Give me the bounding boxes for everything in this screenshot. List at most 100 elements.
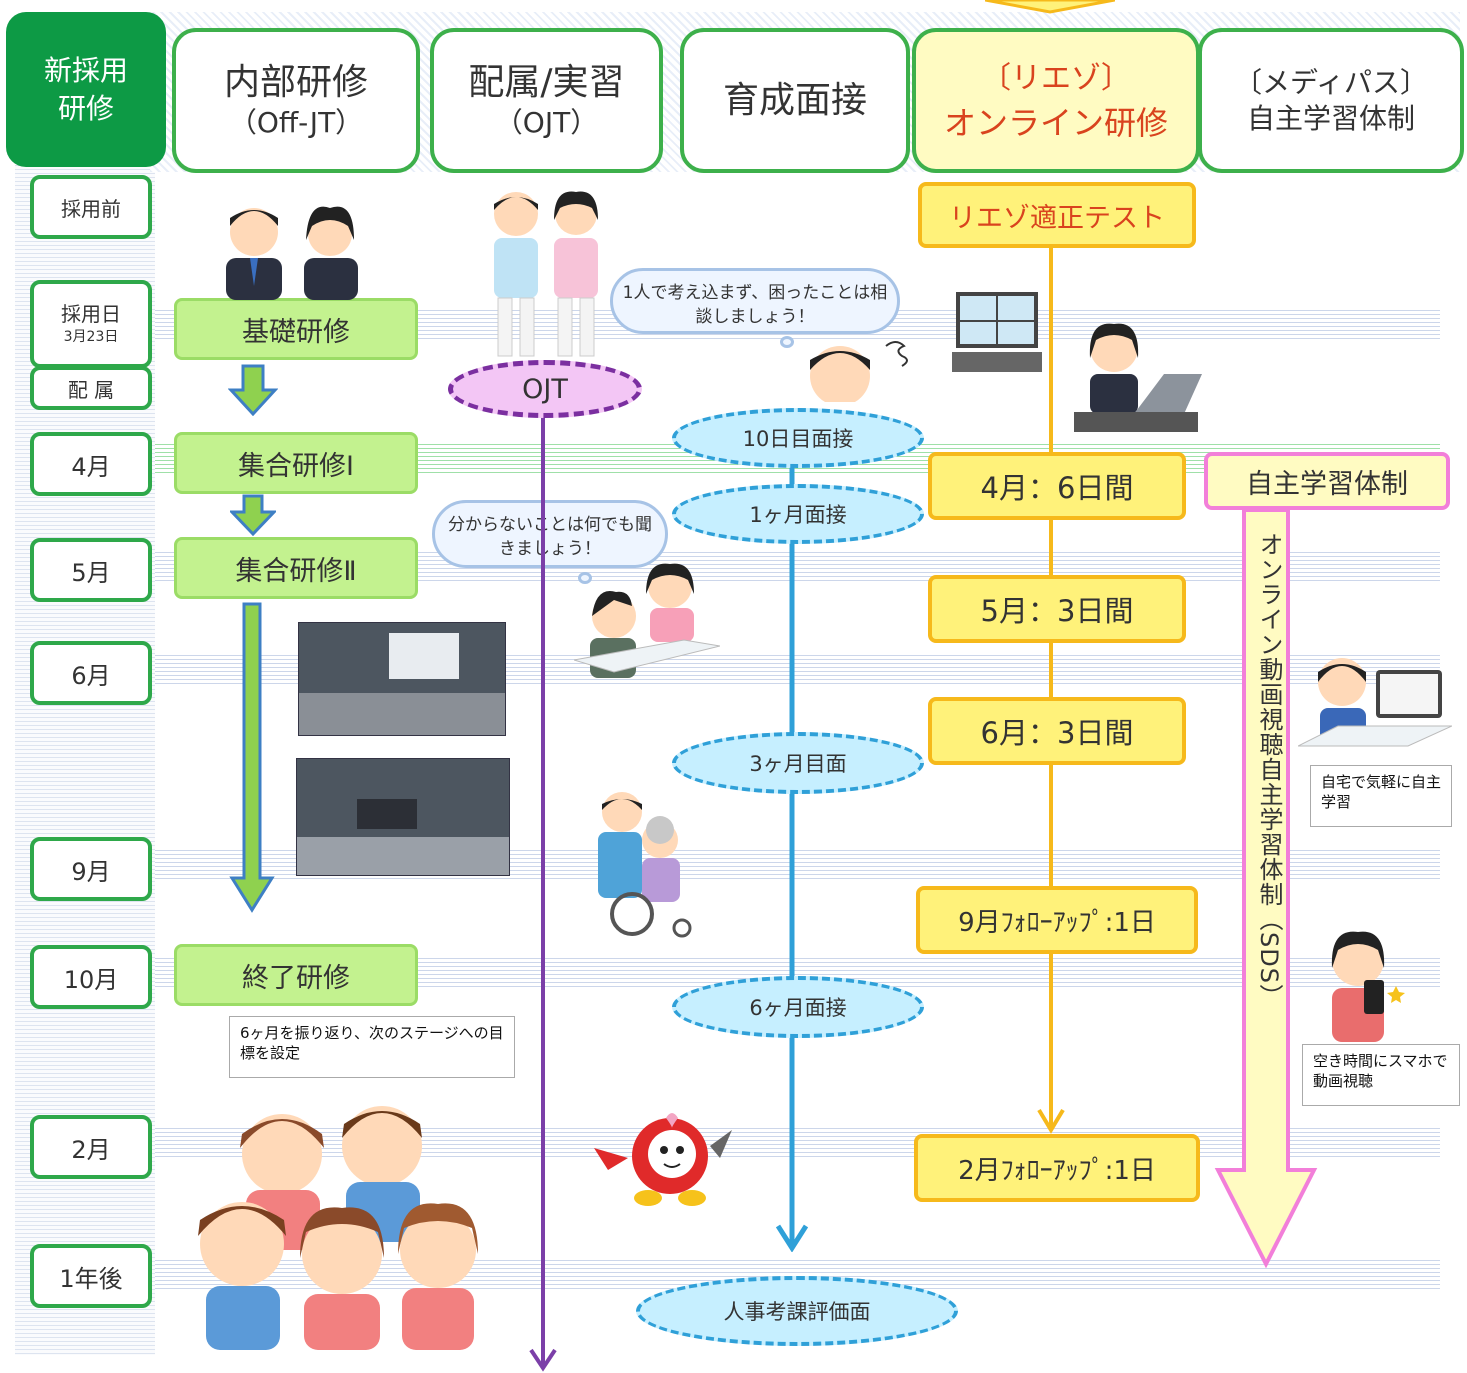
- header-liaison-line2: オンライン研修: [943, 103, 1168, 142]
- header-internal: 内部研修 （Off-JT）: [172, 28, 420, 173]
- month-apr: 4月: [30, 432, 152, 496]
- caregiver-illustration: [598, 792, 692, 938]
- header-assignment-line1: 配属/実習: [468, 61, 625, 103]
- interview-1month: 1ヶ月面接: [672, 484, 924, 544]
- month-jun: 6月: [30, 641, 152, 705]
- header-internal-line1: 内部研修: [223, 61, 368, 103]
- liaison-sep: 9月ﾌｫﾛｰｱｯﾌﾟ:1日: [916, 886, 1198, 954]
- speech-bubble-text: 1人で考え込まず、困ったことは相談しましょう！: [622, 283, 888, 327]
- self-study-title: 自主学習体制: [1204, 452, 1450, 510]
- interview-hr-evaluation-label: 人事考課評価面: [723, 1300, 871, 1324]
- month-year: 1年後: [30, 1244, 152, 1308]
- liaison-may: 5月：3日間: [928, 575, 1186, 643]
- final-training-note-text: 6ヶ月を振り返り、次のステージへの目標を設定: [240, 1024, 504, 1062]
- liaison-test: リエゾ適正テスト: [918, 182, 1196, 248]
- header-main: 新採用 研修: [6, 12, 166, 167]
- liaison-sep-label: 9月ﾌｫﾛｰｱｯﾌﾟ:1日: [958, 907, 1156, 938]
- header-interview-line1: 育成面接: [722, 79, 867, 121]
- ojt-oval: OJT: [448, 360, 642, 418]
- month-oct-label: 10月: [63, 965, 119, 994]
- worried-person-icon: [810, 341, 908, 402]
- header-assignment: 配属/実習 （OJT）: [430, 28, 663, 173]
- basic-training-label: 基礎研修: [242, 316, 350, 348]
- header-liaison-line1: 〔リエゾ〕: [981, 60, 1131, 96]
- training-photo: [296, 758, 510, 876]
- header-medipass-line2: 自主学習体制: [1246, 101, 1415, 135]
- speech-bubble-text: 分からないことは何でも聞きましょう！: [448, 515, 652, 559]
- month-feb-label: 2月: [71, 1135, 111, 1164]
- interview-6month: 6ヶ月面接: [672, 976, 924, 1038]
- header-medipass: 〔メディパス〕 自主学習体制: [1198, 28, 1464, 173]
- smartphone-user-icon: [1331, 931, 1405, 1042]
- group-training-2: 集合研修Ⅱ: [174, 537, 418, 599]
- interview-3month-label: 3ヶ月目面: [749, 752, 847, 776]
- speech-bubble: 1人で考え込まず、困ったことは相談しましょう！: [610, 268, 900, 334]
- month-assign: 配 属: [30, 366, 152, 410]
- liaison-jun-label: 6月：3日間: [980, 716, 1134, 750]
- month-pre-label: 採用前: [61, 196, 121, 221]
- month-sep: 9月: [30, 837, 152, 901]
- month-assign-label: 配 属: [67, 377, 115, 402]
- liaison-apr-label: 4月：6日間: [980, 471, 1134, 505]
- header-main-line1: 新採用: [43, 53, 128, 87]
- video-call-icon: [952, 292, 1042, 372]
- self-study-title-label: 自主学習体制: [1246, 468, 1408, 500]
- header-main-line2: 研修: [57, 91, 114, 125]
- month-hire-label: 採用日: [61, 302, 121, 326]
- basic-training: 基礎研修: [174, 298, 418, 360]
- bubble-tail: [780, 336, 794, 348]
- month-sep-label: 9月: [71, 857, 111, 886]
- liaison-jun: 6月：3日間: [928, 697, 1186, 765]
- consultation-illustration: [574, 563, 720, 678]
- liaison-apr: 4月：6日間: [928, 452, 1186, 520]
- final-training-label: 終了研修: [242, 962, 350, 994]
- ojt-label: OJT: [522, 373, 568, 405]
- interview-3month: 3ヶ月目面: [672, 732, 924, 794]
- staff-illustration: [226, 206, 358, 300]
- header-interview: 育成面接: [680, 28, 910, 173]
- self-study-note: 自宅で気軽に自主学習: [1310, 765, 1452, 827]
- month-hire: 採用日 3月23日: [30, 280, 152, 368]
- final-training: 終了研修: [174, 944, 418, 1006]
- header-medipass-line1: 〔メディパス〕: [1233, 65, 1429, 99]
- top-arrow-tip: [985, 0, 1115, 14]
- header-assignment-line2: （OJT）: [494, 105, 599, 139]
- interview-10day: 10日目面接: [672, 408, 924, 468]
- month-feb: 2月: [30, 1115, 152, 1179]
- interview-timeline-arrow: [776, 450, 808, 1252]
- final-training-note: 6ヶ月を振り返り、次のステージへの目標を設定: [229, 1016, 515, 1078]
- ojt-timeline-arrow: [529, 400, 557, 1372]
- month-may: 5月: [30, 538, 152, 602]
- month-jun-label: 6月: [71, 661, 111, 690]
- month-hire-date: 3月23日: [63, 329, 119, 345]
- interview-hr-evaluation: 人事考課評価面: [636, 1276, 958, 1346]
- self-study-note-text: 空き時間にスマホで動画視聴: [1313, 1052, 1448, 1090]
- group-training-1: 集合研修Ⅰ: [174, 432, 418, 494]
- speech-bubble: 分からないことは何でも聞きましょう！: [432, 500, 668, 568]
- self-study-note: 空き時間にスマホで動画視聴: [1302, 1044, 1460, 1106]
- interview-10day-label: 10日目面接: [742, 427, 854, 451]
- liaison-feb-label: 2月ﾌｫﾛｰｱｯﾌﾟ:1日: [958, 1155, 1156, 1186]
- month-pre: 採用前: [30, 175, 152, 239]
- liaison-may-label: 5月：3日間: [980, 594, 1134, 628]
- liaison-test-label: リエゾ適正テスト: [949, 202, 1165, 234]
- liaison-timeline-arrow: [1037, 238, 1065, 1134]
- self-study-note-text: 自宅で気軽に自主学習: [1321, 773, 1442, 811]
- header-liaison: 〔リエゾ〕 オンライン研修: [912, 28, 1200, 173]
- group-training-2-label: 集合研修Ⅱ: [235, 555, 357, 587]
- study-at-home-icon: [1298, 658, 1452, 747]
- arrow-down-icon: [230, 494, 276, 536]
- nurse-illustration: [494, 191, 598, 357]
- header-internal-line2: （Off-JT）: [228, 105, 364, 139]
- self-study-vertical-text: オンライン動画視聴自主学習体制（SDS）: [1255, 532, 1283, 1009]
- interview-6month-label: 6ヶ月面接: [749, 996, 847, 1020]
- month-may-label: 5月: [71, 558, 111, 587]
- training-photo: [298, 622, 506, 736]
- interview-1month-label: 1ヶ月面接: [749, 503, 847, 527]
- laptop-user-icon: [1074, 323, 1202, 432]
- mascot-logo: [594, 1113, 732, 1206]
- group-training-1-label: 集合研修Ⅰ: [238, 450, 354, 482]
- team-illustration: [198, 1106, 478, 1350]
- month-apr-label: 4月: [71, 452, 111, 481]
- liaison-feb: 2月ﾌｫﾛｰｱｯﾌﾟ:1日: [914, 1134, 1200, 1202]
